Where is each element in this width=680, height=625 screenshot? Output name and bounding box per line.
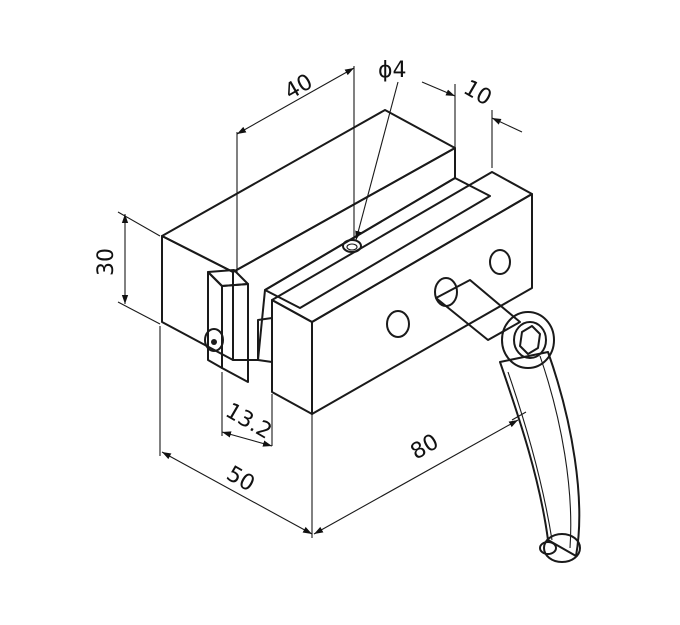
center-groove (257, 177, 491, 363)
dimension-labels: 40 ϕ4 10 30 13.2 50 80 (94, 58, 496, 497)
dim-30: 30 (94, 248, 119, 276)
clamping-lever[interactable] (434, 277, 581, 563)
jaw-hole-left (386, 310, 410, 338)
dimension-lines (121, 67, 523, 535)
dim-10: 10 (459, 76, 496, 112)
center-hole (342, 239, 362, 253)
dim-diameter-4: ϕ4 (378, 58, 407, 83)
hex-socket-icon (519, 325, 541, 355)
dim-50: 50 (222, 462, 259, 498)
slot-nut (204, 269, 249, 383)
dim-40: 40 (281, 70, 318, 106)
base-block (161, 109, 456, 361)
dim-13-2: 13.2 (221, 399, 276, 445)
extension-lines (117, 66, 527, 538)
jaw-hole-right (489, 249, 511, 275)
lever-tip (543, 533, 581, 563)
clamping-jaw (271, 171, 533, 415)
dim-80: 80 (407, 430, 444, 466)
